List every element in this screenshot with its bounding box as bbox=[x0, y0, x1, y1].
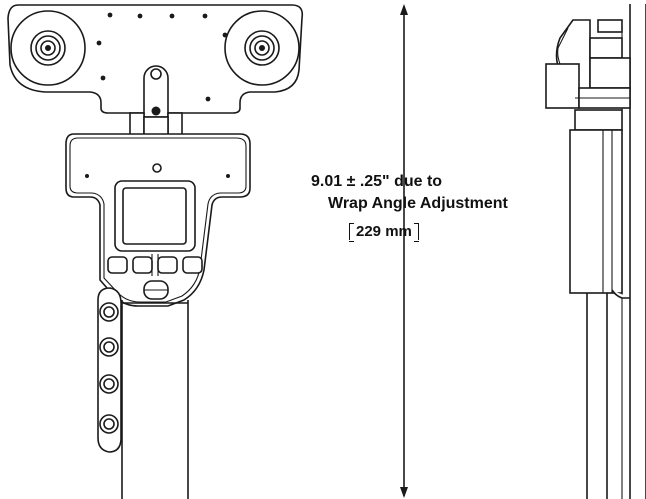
housing-dot-left bbox=[85, 174, 89, 178]
front-view bbox=[7, 4, 304, 499]
keypad-button bbox=[157, 256, 178, 274]
dimension-value-label: 9.01 ± .25" due to bbox=[311, 173, 443, 190]
dimension-metric-label: 229 mm bbox=[349, 223, 419, 242]
finger-grip bbox=[97, 287, 122, 453]
keypad-button bbox=[132, 256, 153, 274]
housing-dot-right bbox=[226, 174, 230, 178]
side-roller-assembly bbox=[545, 19, 631, 131]
side-view bbox=[545, 4, 646, 499]
neck-post-right bbox=[167, 112, 183, 136]
grip-knobs bbox=[99, 302, 119, 434]
wrap-angle-lever bbox=[143, 65, 169, 118]
housing-screw-top bbox=[152, 163, 162, 173]
display-screen bbox=[122, 187, 187, 245]
height-dimension bbox=[400, 4, 408, 498]
side-housing bbox=[569, 129, 623, 294]
right-roller bbox=[224, 10, 300, 86]
keypad-button bbox=[107, 256, 128, 274]
keypad bbox=[107, 254, 203, 300]
side-handle bbox=[586, 293, 608, 499]
housing-inner-outline bbox=[69, 137, 247, 303]
neck-center bbox=[143, 116, 169, 136]
dimension-note-label: Wrap Angle Adjustment bbox=[328, 195, 508, 212]
rear-plate bbox=[629, 4, 646, 499]
handle bbox=[121, 300, 189, 499]
neck-post-left bbox=[129, 112, 145, 136]
keypad-button bbox=[182, 256, 203, 274]
left-roller bbox=[10, 10, 86, 86]
